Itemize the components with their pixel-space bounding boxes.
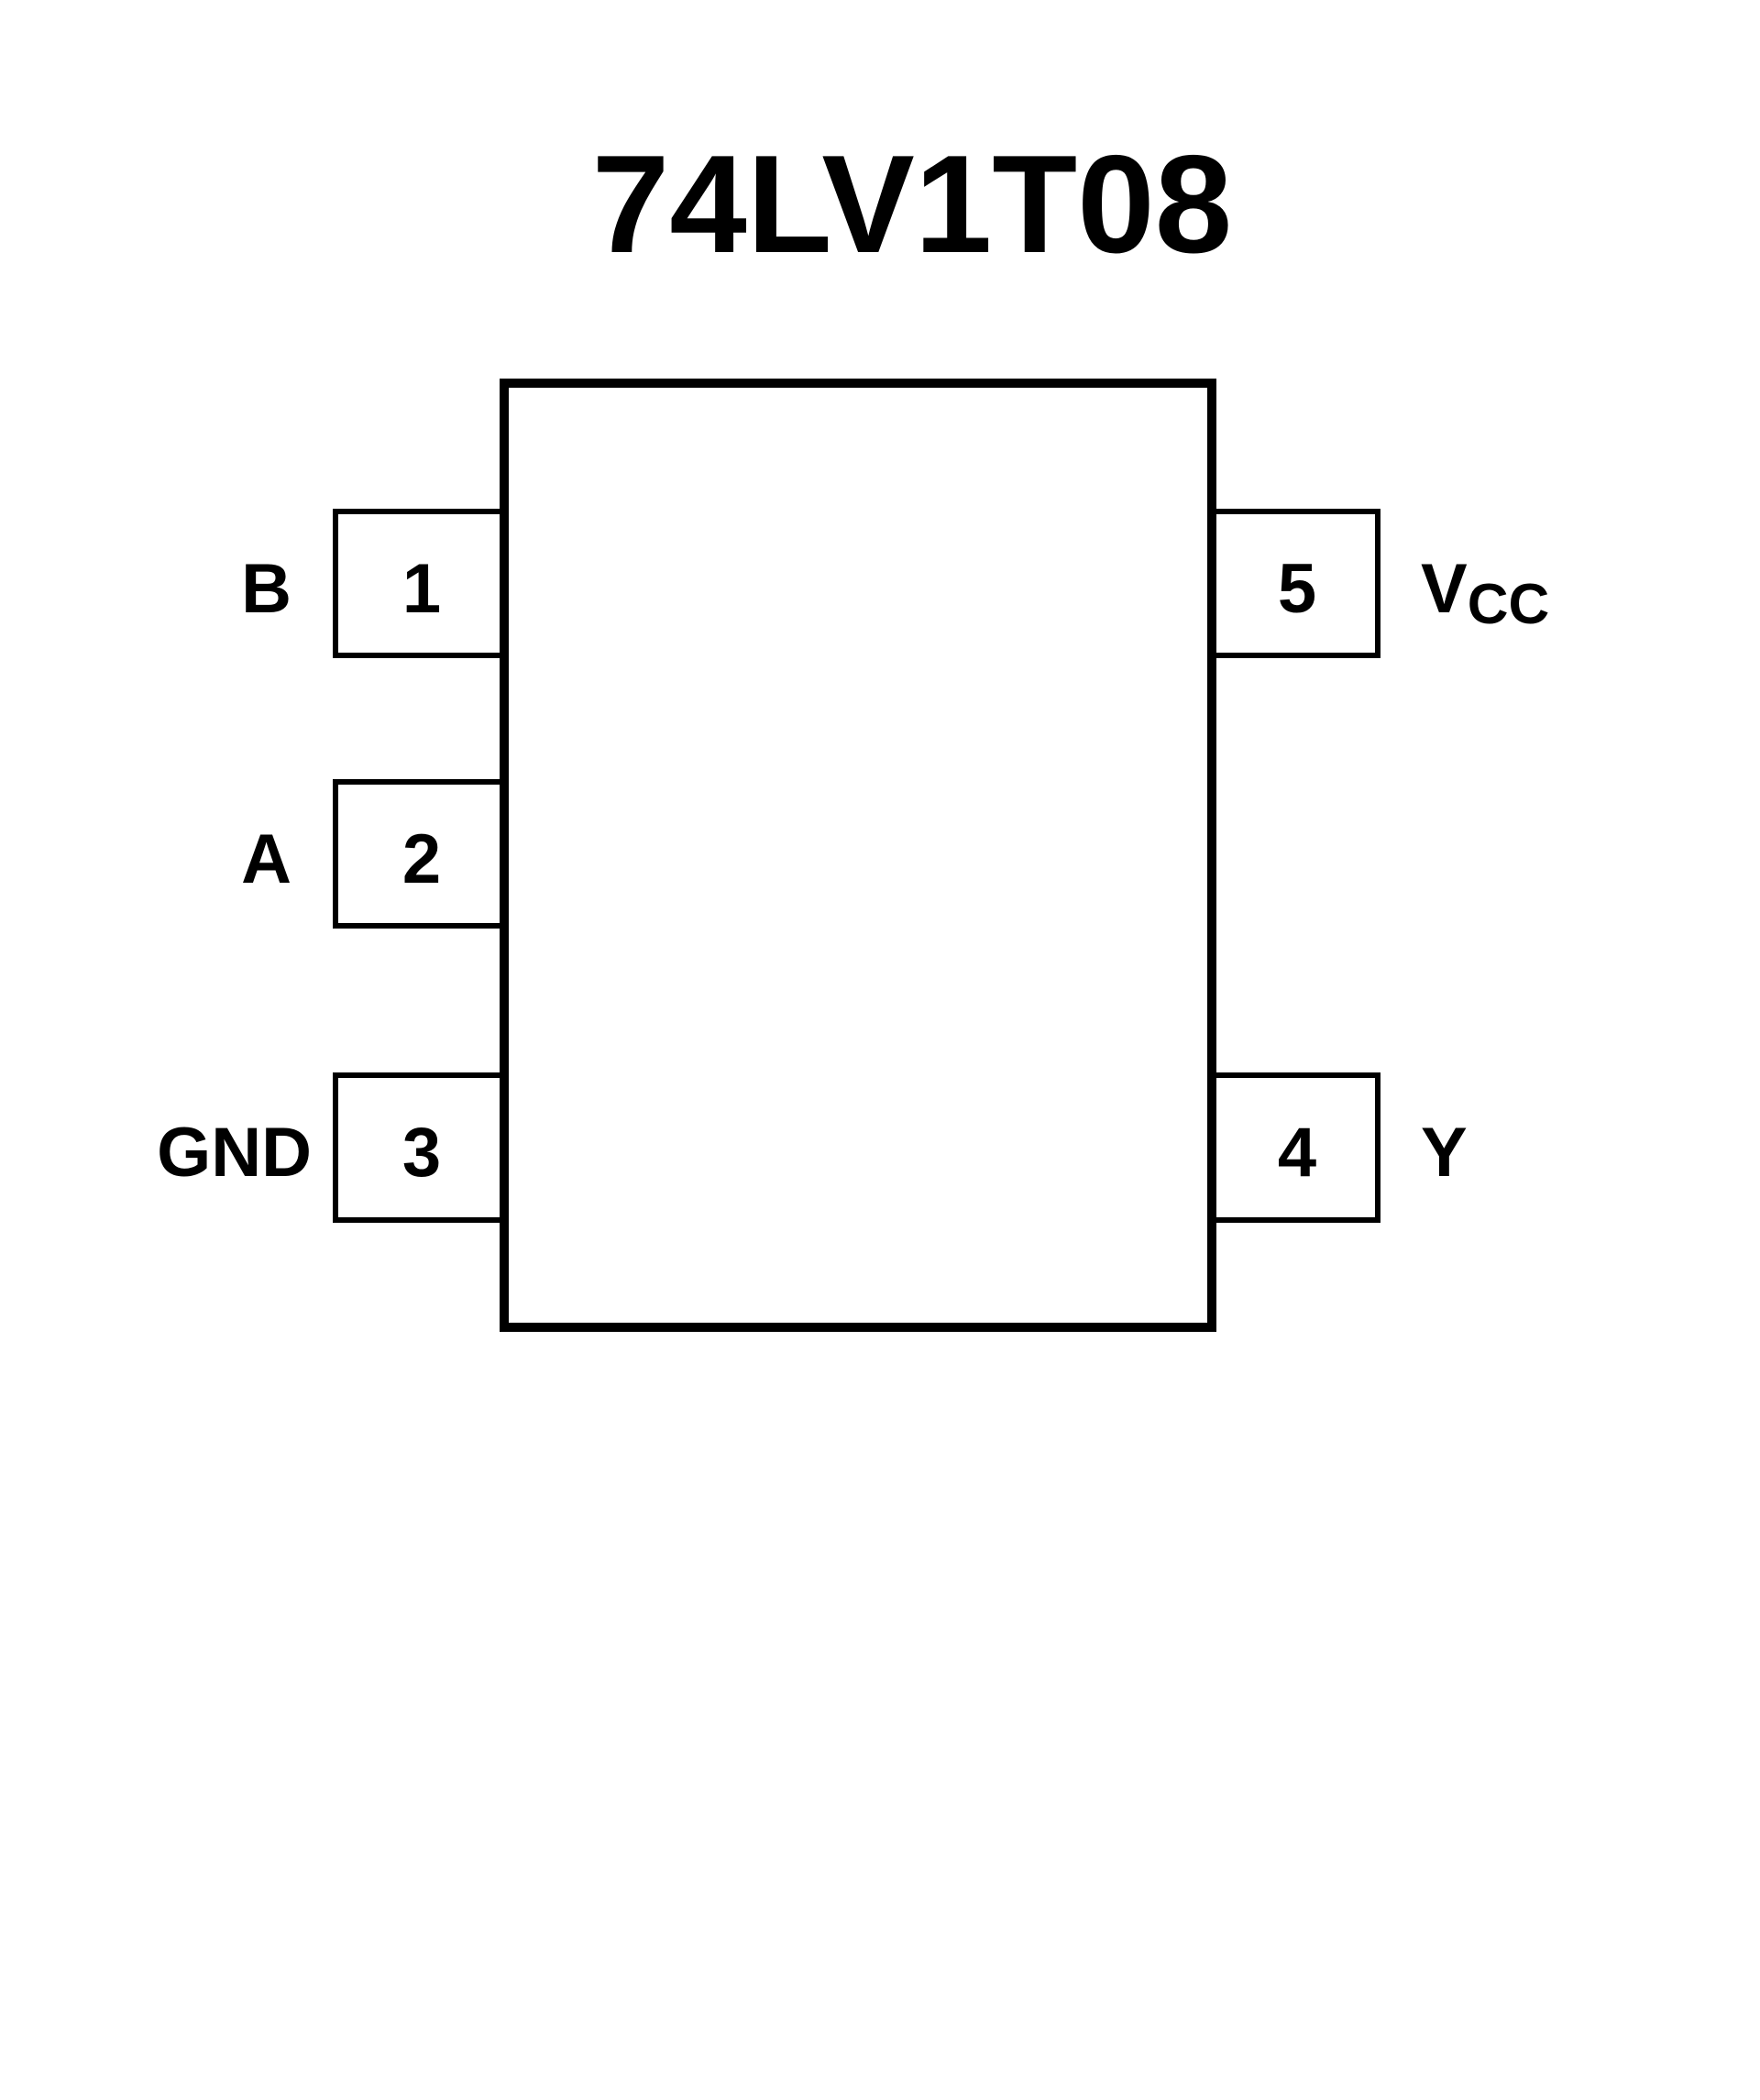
pin-1-name: B (241, 550, 292, 628)
pin-4: 4 Y (1214, 1072, 1468, 1223)
pin-3-box (333, 1072, 502, 1223)
pin-5-number: 5 (1278, 550, 1316, 628)
chip-body (500, 379, 1216, 1332)
pin-5-box (1214, 509, 1380, 658)
pin-5-name-subscript: CC (1468, 573, 1550, 636)
pin-3: 3 GND (157, 1072, 502, 1223)
pin-4-name: Y (1421, 1114, 1468, 1192)
pin-4-box (1214, 1072, 1380, 1223)
pin-3-number: 3 (402, 1114, 441, 1192)
pin-1: 1 B (241, 509, 502, 658)
pin-2-box (333, 779, 502, 929)
pin-4-number: 4 (1278, 1114, 1316, 1192)
pin-5-name: VCC (1421, 550, 1549, 636)
pin-1-box (333, 509, 502, 658)
pin-3-name: GND (157, 1114, 312, 1192)
pin-5: 5 VCC (1214, 509, 1549, 658)
pin-2-number: 2 (402, 820, 441, 898)
pin-2-name: A (241, 820, 292, 898)
chip-title: 74LV1T08 (592, 126, 1232, 282)
pin-5-name-main: V (1421, 550, 1468, 628)
pin-1-number: 1 (402, 550, 441, 628)
pin-2: 2 A (241, 779, 502, 929)
